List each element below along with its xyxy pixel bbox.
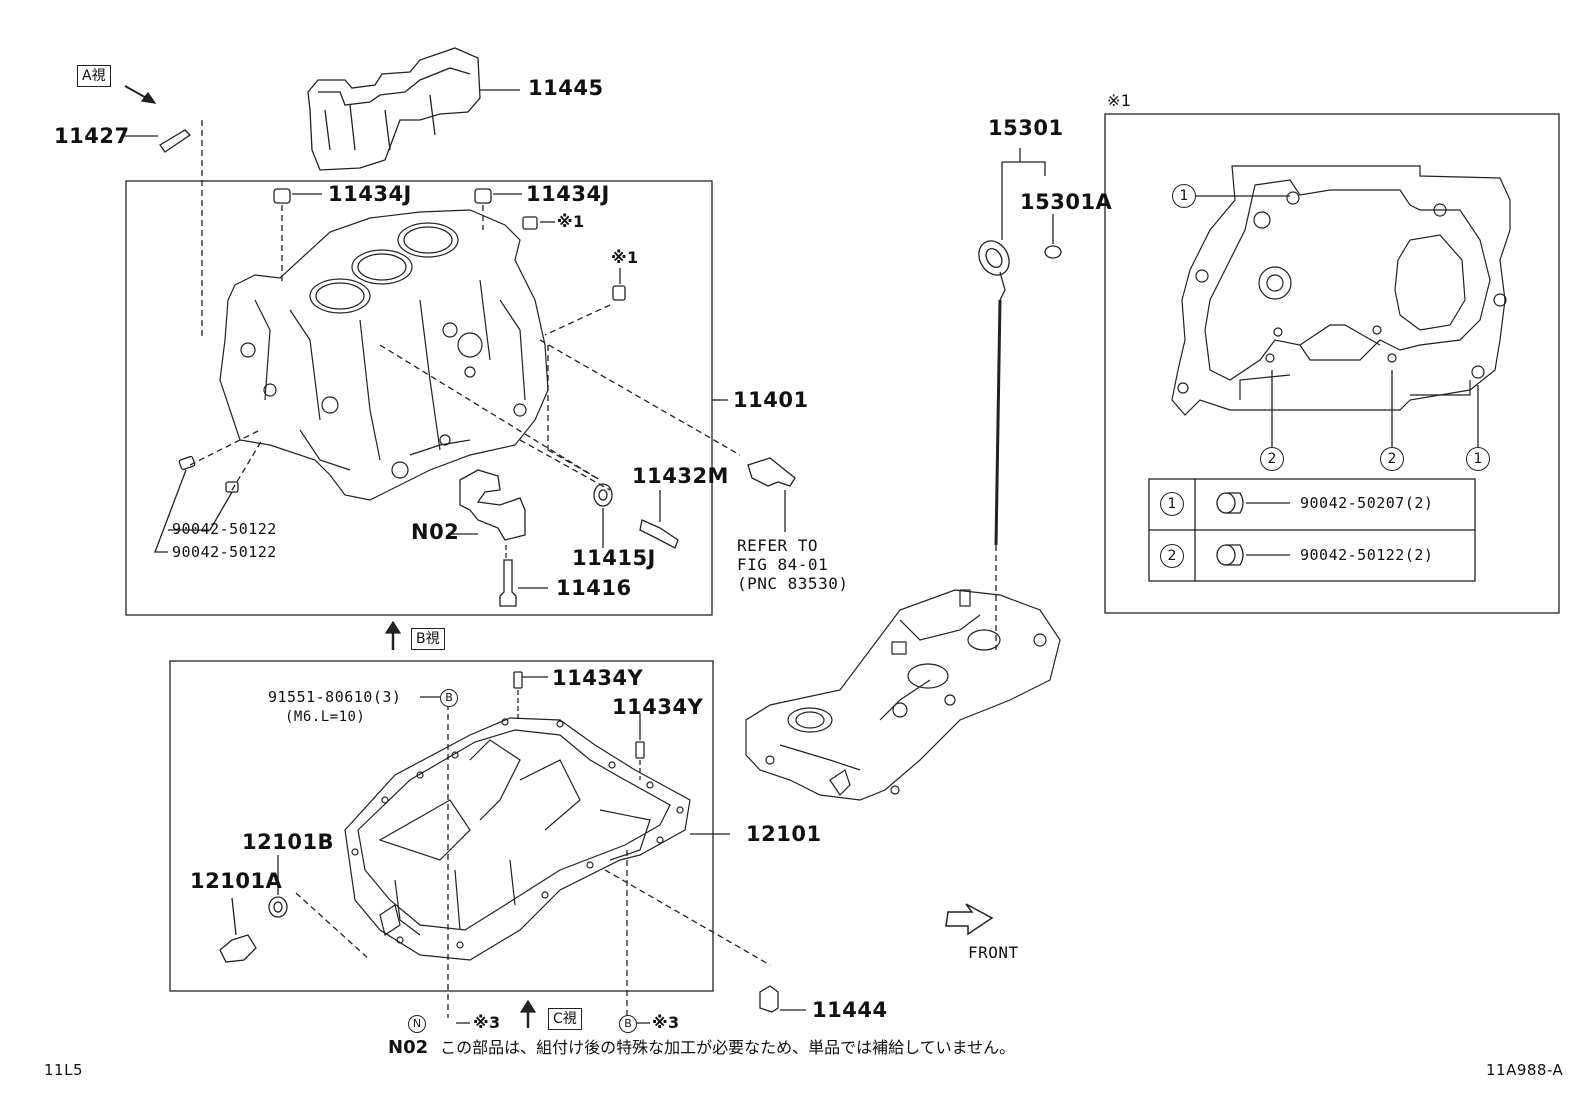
oil-pan-frame: [169, 660, 714, 992]
table-row-part-2: 90042-50122(2): [1300, 546, 1434, 564]
ref-mark-3-a: ※3: [473, 1013, 501, 1032]
table-row-part-1: 90042-50207(2): [1300, 494, 1434, 512]
part-label-11445: 11445: [528, 76, 604, 100]
circle-b-marker-bottom: B: [619, 1015, 637, 1033]
stud-drawing: [122, 120, 203, 340]
part-label-91551-80610: 91551-80610(3): [268, 688, 402, 706]
table-row-key-1: 1: [1160, 492, 1184, 516]
part-label-11432m: 11432M: [632, 464, 729, 488]
view-a-tag: A視: [77, 65, 111, 87]
footnote: N02 この部品は、組付け後の特殊な加工が必要なため、単品では補給していません。: [388, 1034, 1015, 1058]
circle-2-marker-right: 2: [1380, 447, 1404, 471]
part-label-11434j-left: 11434J: [328, 182, 412, 206]
ref-mark-1-b: ※1: [611, 248, 639, 267]
view-b-tag: B視: [411, 628, 445, 650]
circle-2-marker-left: 2: [1260, 447, 1284, 471]
part-label-11416: 11416: [556, 576, 632, 600]
circle-1-marker-bottom: 1: [1466, 447, 1490, 471]
part-label-11444: 11444: [812, 998, 888, 1022]
refer-to-line-1: REFER TO: [737, 536, 819, 555]
refer-to-line-3: (PNC 83530): [737, 574, 849, 593]
circle-1-marker-top: 1: [1172, 184, 1196, 208]
part-label-11434y-a: 11434Y: [552, 666, 644, 690]
part-label-11427: 11427: [54, 124, 130, 148]
page-code-left: 11L5: [44, 1061, 83, 1079]
bolt-spec-label: (M6.L=10): [285, 709, 366, 725]
ref-mark-1-panel: ※1: [1107, 91, 1132, 110]
circle-b-marker-top: B: [440, 689, 458, 707]
table-row-key-2: 2: [1160, 544, 1184, 568]
bearing-cap-drawing: [448, 469, 526, 560]
front-direction-label: FRONT: [968, 943, 1019, 962]
part-label-90042-50122-b: 90042-50122: [172, 543, 277, 561]
dipstick-drawing: [978, 148, 1062, 650]
ref-mark-1-a: ※1: [557, 212, 585, 231]
liner-sleeve-drawing: [307, 47, 520, 171]
part-label-n02: N02: [411, 520, 460, 544]
page-code-right: 11A988-A: [1486, 1061, 1564, 1079]
cylinder-block-drawing: [219, 209, 549, 501]
part-label-11415j: 11415J: [572, 546, 656, 570]
part-label-11434y-b: 11434Y: [612, 695, 704, 719]
oil-pan-drawing: [344, 717, 691, 961]
valve-cover-drawing: [745, 589, 1061, 801]
part-label-11434j-right: 11434J: [526, 182, 610, 206]
part-label-15301: 15301: [988, 116, 1064, 140]
refer-to-line-2: FIG 84-01: [737, 555, 829, 574]
part-label-12101: 12101: [746, 822, 822, 846]
footnote-code: N02: [388, 1037, 429, 1058]
part-label-12101a: 12101A: [190, 869, 283, 893]
part-label-11401: 11401: [733, 388, 809, 412]
cylinder-block-frame: [125, 180, 713, 616]
ref-mark-3-b: ※3: [652, 1013, 680, 1032]
view-c-tag: C視: [548, 1008, 582, 1030]
circle-n-marker: N: [408, 1015, 426, 1033]
part-label-15301a: 15301A: [1020, 190, 1113, 214]
part-label-12101b: 12101B: [242, 830, 335, 854]
footnote-text: この部品は、組付け後の特殊な加工が必要なため、単品では補給していません。: [440, 1038, 1016, 1057]
block-rear-view-drawing: [1171, 165, 1511, 416]
part-label-90042-50122-a: 90042-50122: [172, 520, 277, 538]
oil-pressure-sensor-drawing: [747, 457, 796, 532]
detail-view-frame: [1104, 113, 1560, 614]
